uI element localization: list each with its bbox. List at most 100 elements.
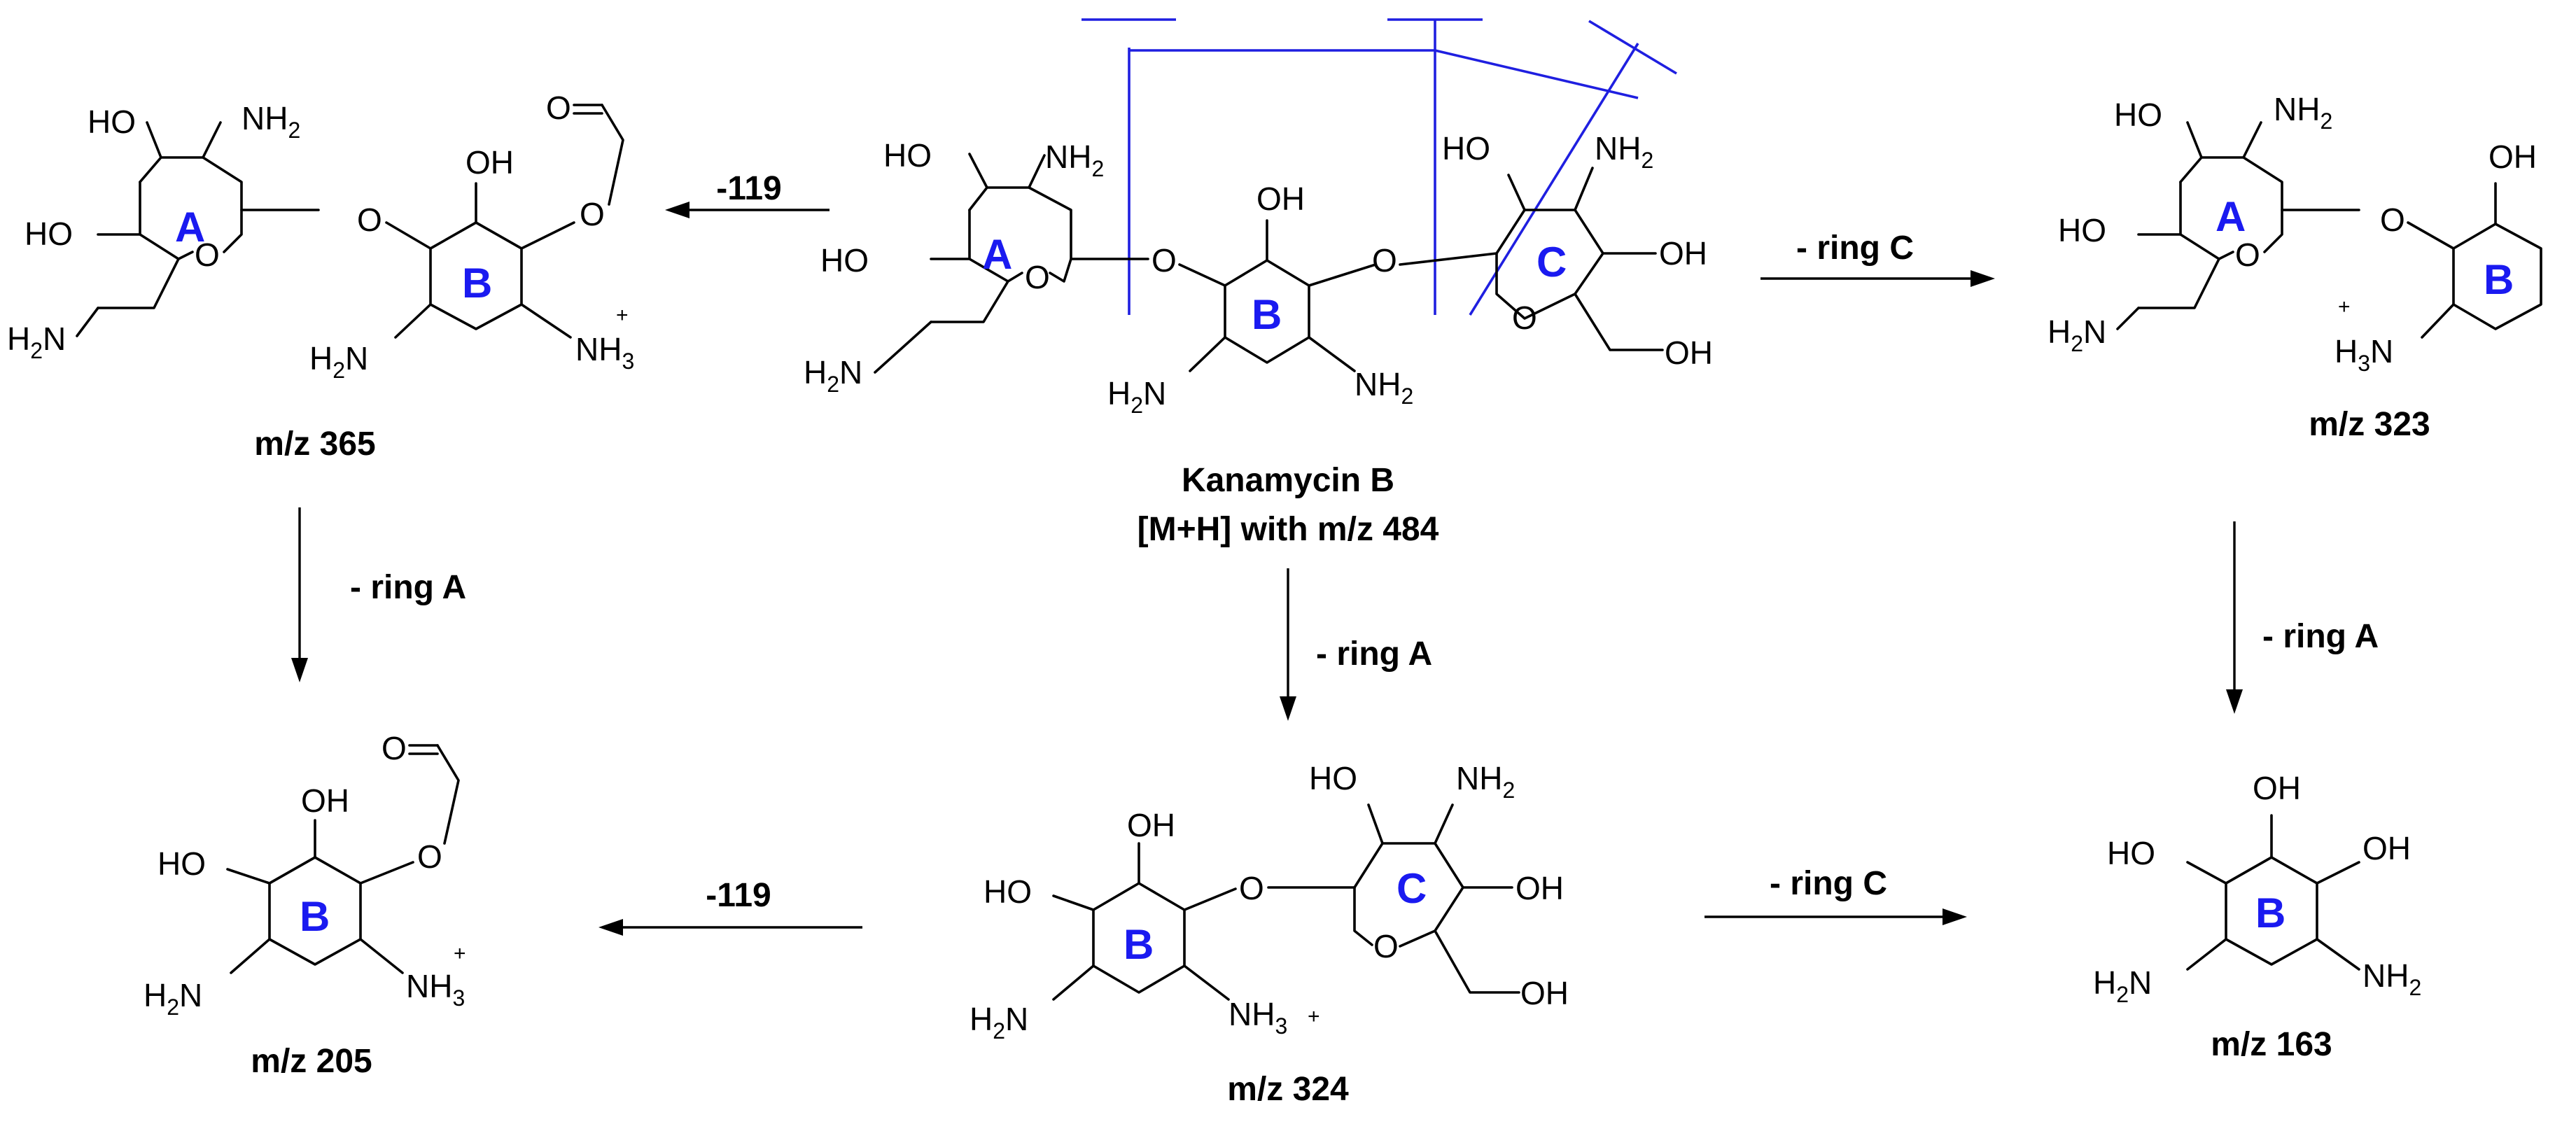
ring-a-ch2nh2	[930, 280, 1009, 323]
f365-b-oh-label: OH	[465, 144, 514, 181]
cleavage-markers	[1082, 18, 1677, 316]
f365-chain	[601, 104, 624, 206]
f365-ring-a-bonds-2	[139, 156, 243, 253]
fragment-163-structure: OH HO OH B H2N NH2	[2093, 770, 2421, 1007]
arrowhead-324-to-163	[1942, 908, 1967, 925]
f365-ring-a-label: A	[175, 204, 205, 251]
arrowhead-323-to-163	[2226, 689, 2243, 714]
f324-c-ch2oh	[1434, 929, 1520, 994]
f323-a-ch2	[2137, 258, 2220, 309]
f205-ring-b-label: B	[300, 893, 330, 940]
f163-nh2: NH2	[2362, 957, 2421, 1000]
ring-b-h2n: H2N	[1107, 375, 1166, 418]
f323-glyc-o: O	[2380, 202, 2405, 238]
reaction-arrows: -119 - ring C - ring A - ring A - ring A…	[291, 170, 2379, 936]
f365-b-h2n: H2N	[309, 340, 368, 383]
ring-c-label: C	[1536, 239, 1567, 286]
f205-chain	[436, 744, 460, 845]
f365-b-o-right	[520, 221, 575, 250]
f163-b-ho-left	[2186, 861, 2227, 885]
f324-c-ch2oh-label: OH	[1520, 975, 1569, 1011]
f205-h2n: H2N	[144, 977, 202, 1020]
f324-b-o-right	[1183, 887, 1237, 911]
f324-c-ho	[1367, 803, 1384, 845]
f163-b-oh-right	[2316, 861, 2360, 885]
ring-a-label: A	[982, 231, 1012, 278]
fragment-205-structure: OH HO B H2N NH3 + O O	[144, 730, 466, 1020]
caption-mz-365: m/z 365	[254, 426, 375, 463]
f323-a-oh-top	[2186, 121, 2203, 159]
fragment-324-structure: OH HO B H2N NH3 + O HO NH2 OH O OH C	[969, 760, 1569, 1044]
step-label-minus-ring-a-left: - ring A	[350, 569, 466, 606]
parent-ion: [M+H] with m/z 484	[1138, 511, 1439, 548]
caption-mz-324: m/z 324	[1227, 1071, 1349, 1108]
f163-ho-left: HO	[2107, 835, 2155, 871]
f365-nh2-top: NH2	[241, 100, 300, 143]
f323-h3n: H3N	[2334, 333, 2393, 376]
glycosidic-o-ab: O	[1152, 242, 1177, 279]
f324-b-ho-left	[1052, 894, 1095, 911]
f365-ald-o: O	[546, 90, 571, 126]
f365-h2n-bond	[76, 307, 99, 337]
f365-a-nh2	[202, 121, 222, 159]
ring-c-nh2-label: NH2	[1595, 130, 1653, 173]
ring-c-ho: HO	[1442, 130, 1490, 167]
kanamycin-b-structure: HO NH2 HO O H2N A O OH B H2N NH2 O HO NH…	[804, 18, 1713, 418]
f205-chain-o: O	[417, 838, 442, 875]
arrowhead-parent-to-365	[665, 202, 690, 218]
caption-mz-163: m/z 163	[2211, 1026, 2332, 1063]
f324-ring-c-bonds-2	[1353, 886, 1373, 946]
f324-ring-c-bonds	[1353, 842, 1464, 948]
ring-b-oh-label: OH	[1256, 181, 1305, 217]
cleavage-tick-ring-c	[1588, 20, 1677, 75]
f365-h2n: H2N	[7, 321, 66, 363]
f365-a-ch2	[97, 258, 180, 309]
ring-a-c4-oh	[968, 153, 988, 189]
step-label-minus-ring-c-bottom: - ring C	[1770, 865, 1887, 902]
f323-h2n: H2N	[2047, 314, 2106, 356]
f205-oh-top: OH	[301, 782, 349, 819]
f163-h2n: H2N	[2093, 964, 2152, 1007]
ring-c-ch2oh-label: OH	[1665, 335, 1713, 371]
ring-a-h2n-bond	[874, 321, 932, 374]
f324-plus: +	[1308, 1005, 1320, 1028]
ring-c-ch2oh	[1574, 293, 1664, 351]
f365-b-nh3-label: NH3	[575, 331, 634, 374]
f324-ho-left: HO	[983, 873, 1032, 910]
cleavage-bridge-c	[1434, 49, 1639, 99]
f324-c-nh2-label: NH2	[1456, 760, 1515, 803]
f323-ring-a-bonds	[2179, 181, 2234, 260]
f365-glyc-o: O	[357, 202, 382, 238]
f324-ring-b-label: B	[1124, 921, 1154, 968]
f324-nh3: NH3	[1228, 996, 1287, 1039]
ring-a-nh2-top: NH2	[1045, 139, 1104, 181]
arrowhead-365-to-205	[291, 658, 308, 682]
f323-b-nh3	[2421, 303, 2455, 339]
f365-o-b	[385, 221, 432, 250]
f365-chain-o: O	[580, 196, 605, 232]
ring-b-label: B	[1252, 291, 1282, 338]
parent-name: Kanamycin B	[1182, 462, 1394, 499]
f205-plus: +	[454, 942, 466, 965]
f365-b-nh3	[520, 303, 572, 339]
f365-b-nh2	[394, 303, 432, 339]
ring-b-o-right	[1308, 263, 1377, 287]
cleavage-line-ring-c	[1469, 43, 1639, 316]
f323-ring-a-o: O	[2235, 237, 2260, 273]
f163-oh-top: OH	[2253, 770, 2301, 806]
ring-a-h2n: H2N	[804, 354, 862, 397]
f323-nh2-top: NH2	[2274, 91, 2332, 134]
f324-ring-c-label: C	[1396, 865, 1427, 912]
f323-ring-a-label: A	[2216, 193, 2246, 240]
f324-b-nh2	[1052, 964, 1095, 1001]
f163-ring-b-label: B	[2255, 890, 2286, 936]
f324-b-nh3	[1183, 964, 1230, 1001]
caption-mz-323: m/z 323	[2309, 406, 2430, 443]
fragment-365-structure: HO NH2 HO O H2N A O OH B H2N NH3 + O O	[7, 90, 634, 383]
f365-ring-b-label: B	[462, 260, 492, 307]
f205-b-nh2	[230, 938, 271, 974]
f323-ho-top: HO	[2114, 97, 2162, 133]
ring-c-oh-label: OH	[1659, 235, 1707, 272]
